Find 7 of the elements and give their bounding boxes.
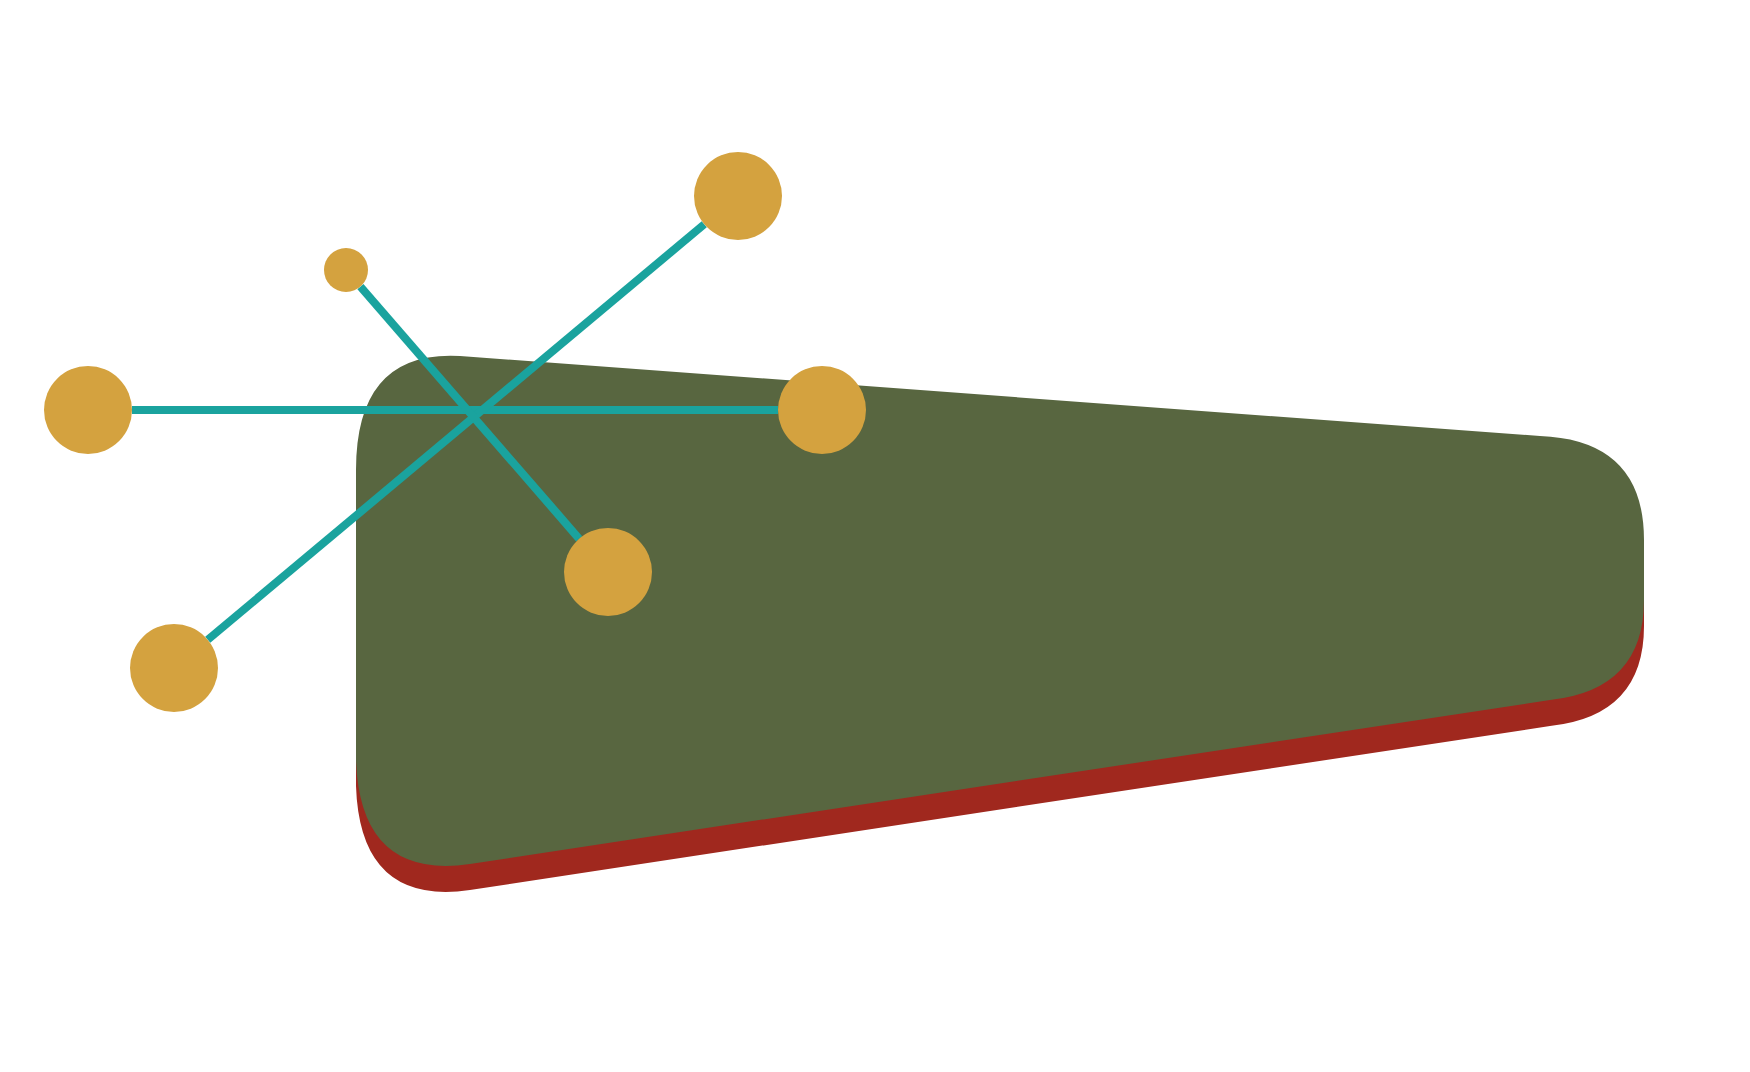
circle-node — [694, 152, 782, 240]
connector-line — [357, 284, 583, 542]
connector-line — [132, 406, 778, 414]
circle-node — [44, 366, 132, 454]
circle-node — [324, 248, 368, 292]
circle-node — [130, 624, 218, 712]
connector-line — [205, 221, 707, 643]
